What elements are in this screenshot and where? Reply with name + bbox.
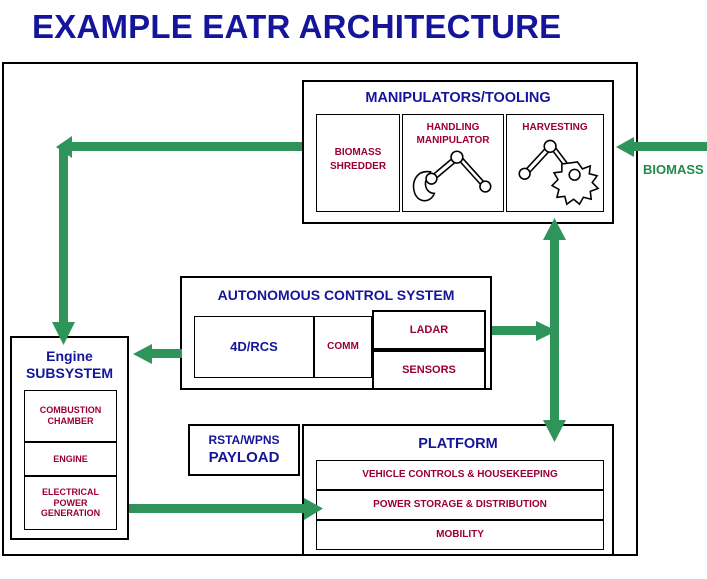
payload-label-line2: PAYLOAD bbox=[208, 449, 280, 466]
electrical-power-generation-cell[interactable]: ELECTRICAL POWER GENERATION bbox=[24, 476, 117, 530]
power-storage-label: POWER STORAGE & DISTRIBUTION bbox=[373, 499, 547, 511]
power-storage-distribution-row[interactable]: POWER STORAGE & DISTRIBUTION bbox=[316, 490, 604, 520]
comm-cell[interactable]: COMM bbox=[314, 316, 372, 378]
combustion-chamber-cell[interactable]: COMBUSTION CHAMBER bbox=[24, 390, 117, 442]
robot-arm-sawblade-icon bbox=[518, 139, 600, 206]
biomass-shredder-label-line1: BIOMASS bbox=[334, 147, 382, 158]
engine-title-line2: SUBSYSTEM bbox=[25, 365, 114, 381]
biomass-shredder-label-line2: SHREDDER bbox=[329, 161, 387, 172]
harvesting-cell[interactable]: HARVESTING bbox=[506, 114, 604, 212]
mobility-row[interactable]: MOBILITY bbox=[316, 520, 604, 550]
platform-title: PLATFORM bbox=[418, 436, 498, 452]
sensors-label: SENSORS bbox=[402, 363, 456, 376]
combustion-label-line1: COMBUSTION bbox=[39, 405, 102, 416]
engine-cell[interactable]: ENGINE bbox=[24, 442, 117, 476]
4d-rcs-label: 4D/RCS bbox=[230, 339, 278, 355]
platform-group[interactable]: PLATFORM VEHICLE CONTROLS & HOUSEKEEPING… bbox=[302, 424, 614, 556]
manipulators-title: MANIPULATORS/TOOLING bbox=[365, 90, 551, 106]
electrical-label-line3: GENERATION bbox=[40, 508, 101, 519]
engine-title-line1: Engine bbox=[46, 348, 93, 364]
payload-label-line1: RSTA/WPNS bbox=[208, 433, 280, 447]
sensors-cell[interactable]: SENSORS bbox=[372, 350, 486, 390]
4d-rcs-cell[interactable]: 4D/RCS bbox=[194, 316, 314, 378]
combustion-label-line2: CHAMBER bbox=[47, 416, 94, 426]
robot-arm-gripper-icon bbox=[412, 150, 492, 202]
manipulators-tooling-group[interactable]: MANIPULATORS/TOOLING BIOMASS SHREDDER HA… bbox=[302, 80, 614, 224]
rsta-wpns-payload-box[interactable]: RSTA/WPNS PAYLOAD bbox=[188, 424, 300, 476]
handling-manipulator-label-line2: MANIPULATOR bbox=[416, 135, 490, 146]
ladar-label: LADAR bbox=[409, 323, 449, 336]
engine-subsystem-group[interactable]: Engine SUBSYSTEM COMBUSTION CHAMBER ENGI… bbox=[10, 336, 129, 540]
comm-label: COMM bbox=[327, 341, 359, 353]
vehicle-controls-label: VEHICLE CONTROLS & HOUSEKEEPING bbox=[362, 469, 558, 481]
sensor-stack-group[interactable]: LADAR SENSORS bbox=[372, 310, 486, 390]
ladar-cell[interactable]: LADAR bbox=[372, 310, 486, 350]
handling-manipulator-cell[interactable]: HANDLING MANIPULATOR bbox=[402, 114, 504, 212]
page-title: EXAMPLE EATR ARCHITECTURE bbox=[32, 8, 562, 45]
handling-manipulator-label-line1: HANDLING bbox=[426, 122, 480, 133]
control-system-title: AUTONOMOUS CONTROL SYSTEM bbox=[217, 287, 455, 303]
electrical-label-line1: ELECTRICAL bbox=[42, 487, 99, 498]
vehicle-controls-housekeeping-row[interactable]: VEHICLE CONTROLS & HOUSEKEEPING bbox=[316, 460, 604, 490]
harvesting-label-line1: HARVESTING bbox=[522, 122, 588, 133]
biomass-shredder-cell[interactable]: BIOMASS SHREDDER bbox=[316, 114, 400, 212]
electrical-label-line2: POWER bbox=[53, 497, 88, 508]
mobility-label: MOBILITY bbox=[436, 529, 484, 541]
engine-cell-label: ENGINE bbox=[53, 453, 88, 464]
biomass-input-label: BIOMASS bbox=[643, 162, 704, 177]
